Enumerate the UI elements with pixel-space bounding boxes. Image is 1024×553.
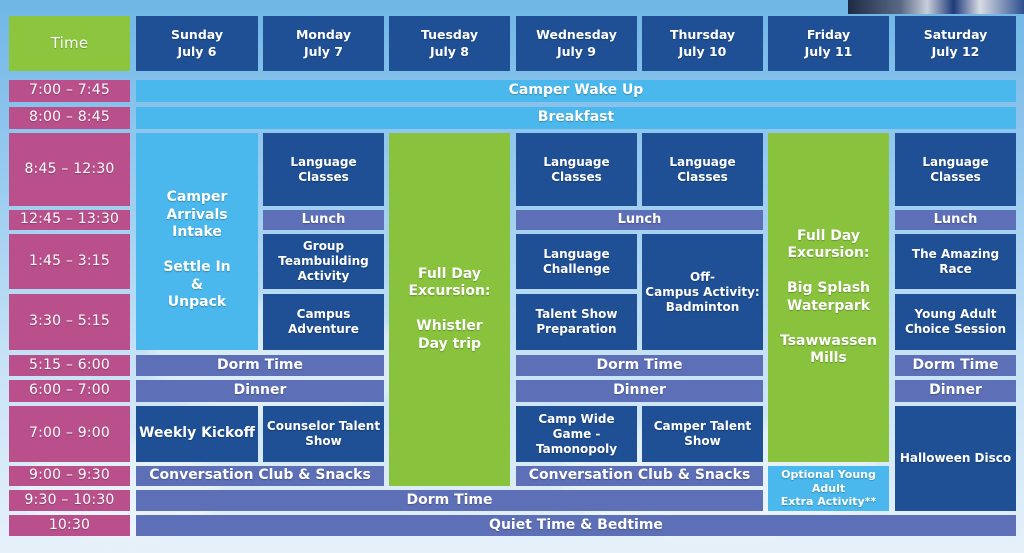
event-language-classes-thursday: Language Classes bbox=[642, 133, 763, 206]
event-campus-adventure: Campus Adventure bbox=[263, 294, 384, 350]
event-lunch-wed-thu: Lunch bbox=[516, 210, 763, 230]
event-language-classes-saturday: Language Classes bbox=[895, 133, 1016, 206]
event-dorm-time-wed-thu: Dorm Time bbox=[516, 355, 763, 376]
event-language-challenge: Language Challenge bbox=[516, 234, 637, 289]
event-dorm-time-all: Dorm Time bbox=[136, 490, 763, 511]
event-group-teambuilding: Group Teambuilding Activity bbox=[263, 234, 384, 289]
event-camper-talent-show: Camper Talent Show bbox=[642, 406, 763, 462]
event-off-campus-activity: Off- Campus Activity: Badminton bbox=[642, 234, 763, 350]
event-breakfast: Breakfast bbox=[136, 107, 1016, 129]
time-slot: 6:00 – 7:00 bbox=[9, 380, 130, 402]
event-conversation-club-wed-thu: Conversation Club & Snacks bbox=[516, 466, 763, 486]
event-quiet-time: Quiet Time & Bedtime bbox=[136, 515, 1016, 536]
event-camper-wake-up: Camper Wake Up bbox=[136, 80, 1016, 102]
time-slot: 12:45 – 13:30 bbox=[9, 210, 130, 230]
time-slot: 10:30 bbox=[9, 515, 130, 536]
event-optional-young-adult: Optional Young Adult Extra Activity** bbox=[768, 466, 889, 511]
event-friday-excursion: Full Day Excursion: Big Splash Waterpark… bbox=[768, 133, 889, 462]
event-weekly-kickoff: Weekly Kickoff bbox=[136, 406, 258, 462]
event-tuesday-excursion: Full Day Excursion: Whistler Day trip bbox=[389, 133, 510, 486]
event-talent-show-prep: Talent Show Preparation bbox=[516, 294, 637, 350]
event-counselor-talent-show: Counselor Talent Show bbox=[263, 406, 384, 462]
time-column-header: Time bbox=[9, 16, 130, 71]
event-camp-wide-game: Camp Wide Game - Tamonopoly bbox=[516, 406, 637, 462]
event-lunch-monday: Lunch bbox=[263, 210, 384, 230]
time-slot: 7:00 – 9:00 bbox=[9, 406, 130, 462]
time-slot: 8:00 – 8:45 bbox=[9, 107, 130, 129]
event-dinner-saturday: Dinner bbox=[895, 380, 1016, 402]
event-language-classes-wednesday: Language Classes bbox=[516, 133, 637, 206]
time-slot: 9:00 – 9:30 bbox=[9, 466, 130, 486]
event-language-classes-monday: Language Classes bbox=[263, 133, 384, 206]
event-halloween-disco: Halloween Disco bbox=[895, 406, 1016, 511]
time-slot: 1:45 – 3:15 bbox=[9, 234, 130, 289]
time-slot: 7:00 – 7:45 bbox=[9, 80, 130, 102]
event-dorm-time-saturday: Dorm Time bbox=[895, 355, 1016, 376]
time-slot: 8:45 – 12:30 bbox=[9, 133, 130, 206]
event-dinner-sun-mon: Dinner bbox=[136, 380, 384, 402]
event-conversation-club-sun-mon: Conversation Club & Snacks bbox=[136, 466, 384, 486]
event-sunday-arrivals: Camper Arrivals Intake Settle In & Unpac… bbox=[136, 133, 258, 350]
background-photo-strip bbox=[848, 0, 1024, 14]
event-dinner-wed-thu: Dinner bbox=[516, 380, 763, 402]
time-slot: 5:15 – 6:00 bbox=[9, 355, 130, 376]
time-slot: 9:30 – 10:30 bbox=[9, 490, 130, 511]
event-lunch-saturday: Lunch bbox=[895, 210, 1016, 230]
event-amazing-race: The Amazing Race bbox=[895, 234, 1016, 289]
event-dorm-time-sun-mon: Dorm Time bbox=[136, 355, 384, 376]
time-slot: 3:30 – 5:15 bbox=[9, 294, 130, 350]
event-young-adult-choice: Young Adult Choice Session bbox=[895, 294, 1016, 350]
